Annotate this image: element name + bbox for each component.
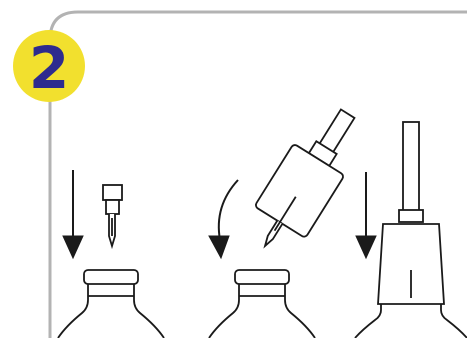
step-badge: 2 — [13, 30, 85, 102]
panel-press-adapter — [354, 121, 467, 338]
vial-icon — [208, 269, 316, 338]
adapter-icon — [377, 121, 445, 305]
adapter-icon — [255, 108, 356, 249]
down-arrow-icon — [355, 172, 377, 260]
panel-insert-needle — [57, 170, 165, 338]
vial-icon — [57, 269, 165, 338]
down-arrow-icon — [62, 170, 84, 260]
step-number: 2 — [29, 34, 69, 102]
step-badge-circle — [13, 30, 85, 102]
panel-attach-adapter — [208, 108, 356, 338]
needle-icon — [102, 184, 123, 250]
vial-icon — [354, 304, 467, 338]
curved-arrow-icon — [208, 179, 239, 260]
